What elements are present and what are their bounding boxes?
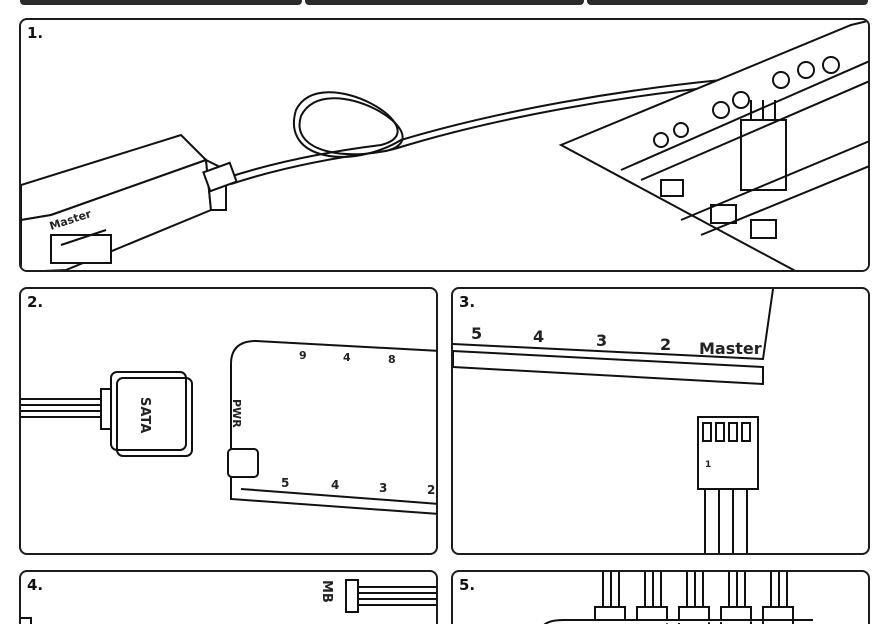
hub-top-port-1: 9 [299, 349, 307, 362]
step-3-number: 3. [459, 293, 476, 311]
pin-1-label: 1 [705, 460, 711, 470]
step-3-panel: 3. 5 4 3 2 Master 1 [451, 287, 870, 555]
fan-connectors [543, 572, 813, 624]
hub-bottom-port-3: 3 [379, 481, 387, 495]
hub-top-port-3: 8 [388, 353, 396, 366]
step-4-number: 4. [27, 576, 44, 594]
step-3-illustration: 5 4 3 2 Master 1 [453, 289, 774, 553]
hub-bottom-port-4: 2 [427, 483, 435, 497]
step-5-number: 5. [459, 576, 476, 594]
sata-label: SATA [137, 397, 152, 433]
port-master-label: Master [699, 339, 762, 358]
mb-label: MB [319, 580, 334, 603]
four-pin-connector [697, 416, 759, 553]
step-1-panel: 1. Master [19, 18, 870, 272]
port-2-label: 2 [660, 335, 671, 354]
port-5-label: 5 [471, 324, 482, 343]
step-1-number: 1. [27, 24, 44, 42]
port-3-label: 3 [596, 331, 607, 350]
fan-cable [225, 69, 763, 185]
step-5-panel: 5. [451, 570, 870, 624]
top-divider-bar-left [20, 0, 302, 5]
hub-bottom-port-1: 5 [281, 476, 289, 490]
port-4-label: 4 [533, 327, 544, 346]
cable-plug [202, 161, 238, 193]
step-5-illustration [543, 572, 813, 624]
top-divider-bar-right [587, 0, 868, 5]
hub-bottom-port-2: 4 [331, 478, 339, 492]
step-2-illustration: SATA PWR 9 4 8 5 4 3 2 [21, 339, 436, 515]
pwr-label: PWR [230, 399, 243, 428]
hub-top-port-2: 4 [343, 351, 351, 364]
top-divider-bar-middle [305, 0, 584, 5]
step-2-panel: 2. SATA PWR 9 4 8 5 4 3 2 [19, 287, 438, 555]
step-2-number: 2. [27, 293, 44, 311]
sata-cable [21, 398, 101, 418]
step-4-illustration: MB [21, 579, 436, 624]
motherboard [558, 20, 868, 270]
mb-cable [21, 579, 436, 624]
hub-box [21, 133, 227, 270]
sata-connector [100, 371, 193, 457]
step-1-illustration: Master [21, 20, 868, 270]
step-4-panel: 4. MB [19, 570, 438, 624]
hub-front [227, 339, 436, 515]
hub-edge [453, 289, 774, 386]
